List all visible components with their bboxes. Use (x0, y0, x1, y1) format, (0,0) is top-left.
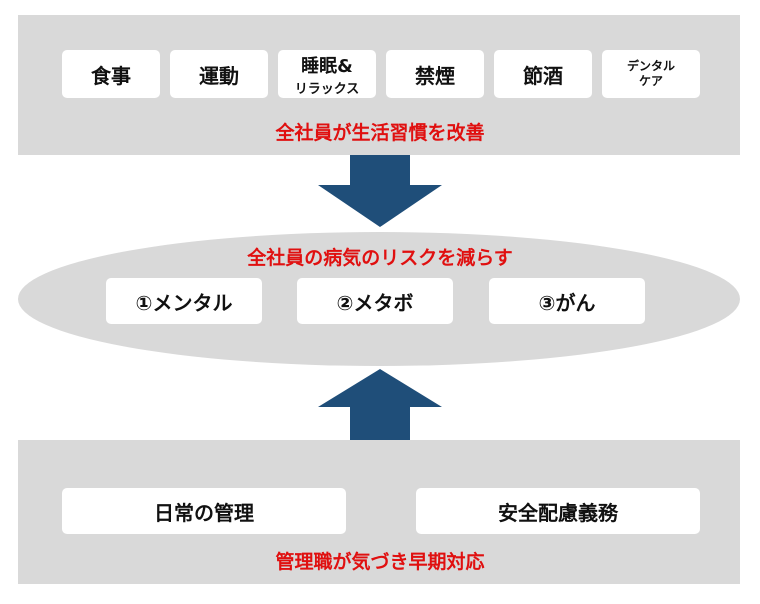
habit-label-exercise: 運動 (199, 63, 239, 88)
habit-box-diet: 食事 (62, 50, 160, 98)
habit-box-exercise: 運動 (170, 50, 268, 98)
risk-box-mental: ①メンタル (106, 278, 262, 324)
up-arrow-icon (318, 369, 442, 441)
risk-label-metabolic: ②メタボ (336, 290, 414, 315)
habit-box-dental-care: デンタル ケア (602, 50, 700, 98)
risk-title: 全社員の病気のリスクを減らす (247, 247, 513, 269)
habit-box-no-smoking: 禁煙 (386, 50, 484, 98)
habit-box-moderate-drinking: 節酒 (494, 50, 592, 98)
management-box-daily: 日常の管理 (62, 488, 346, 534)
down-arrow-icon (318, 155, 442, 227)
management-label-daily: 日常の管理 (154, 500, 254, 525)
habit-label-sleep: 睡眠& (301, 55, 353, 77)
habit-label-dental: デンタル (626, 59, 675, 73)
habit-label-diet: 食事 (91, 63, 131, 88)
habit-label-relax: リラックス (294, 81, 360, 97)
management-label-safety-duty: 安全配慮義務 (498, 500, 618, 525)
risk-box-cancer: ③がん (489, 278, 645, 324)
management-box-safety-duty: 安全配慮義務 (416, 488, 700, 534)
habit-label-no-smoking: 禁煙 (415, 63, 455, 88)
lifestyle-caption: 全社員が生活習慣を改善 (275, 122, 485, 144)
management-caption: 管理職が気づき早期対応 (275, 551, 485, 573)
habit-box-sleep-relax: 睡眠& リラックス (278, 50, 376, 98)
risk-label-mental: ①メンタル (135, 290, 233, 315)
habit-label-care: ケア (638, 74, 663, 88)
risk-box-metabolic: ②メタボ (297, 278, 453, 324)
risk-label-cancer: ③がん (538, 290, 596, 315)
habit-label-moderate-drinking: 節酒 (523, 63, 563, 88)
